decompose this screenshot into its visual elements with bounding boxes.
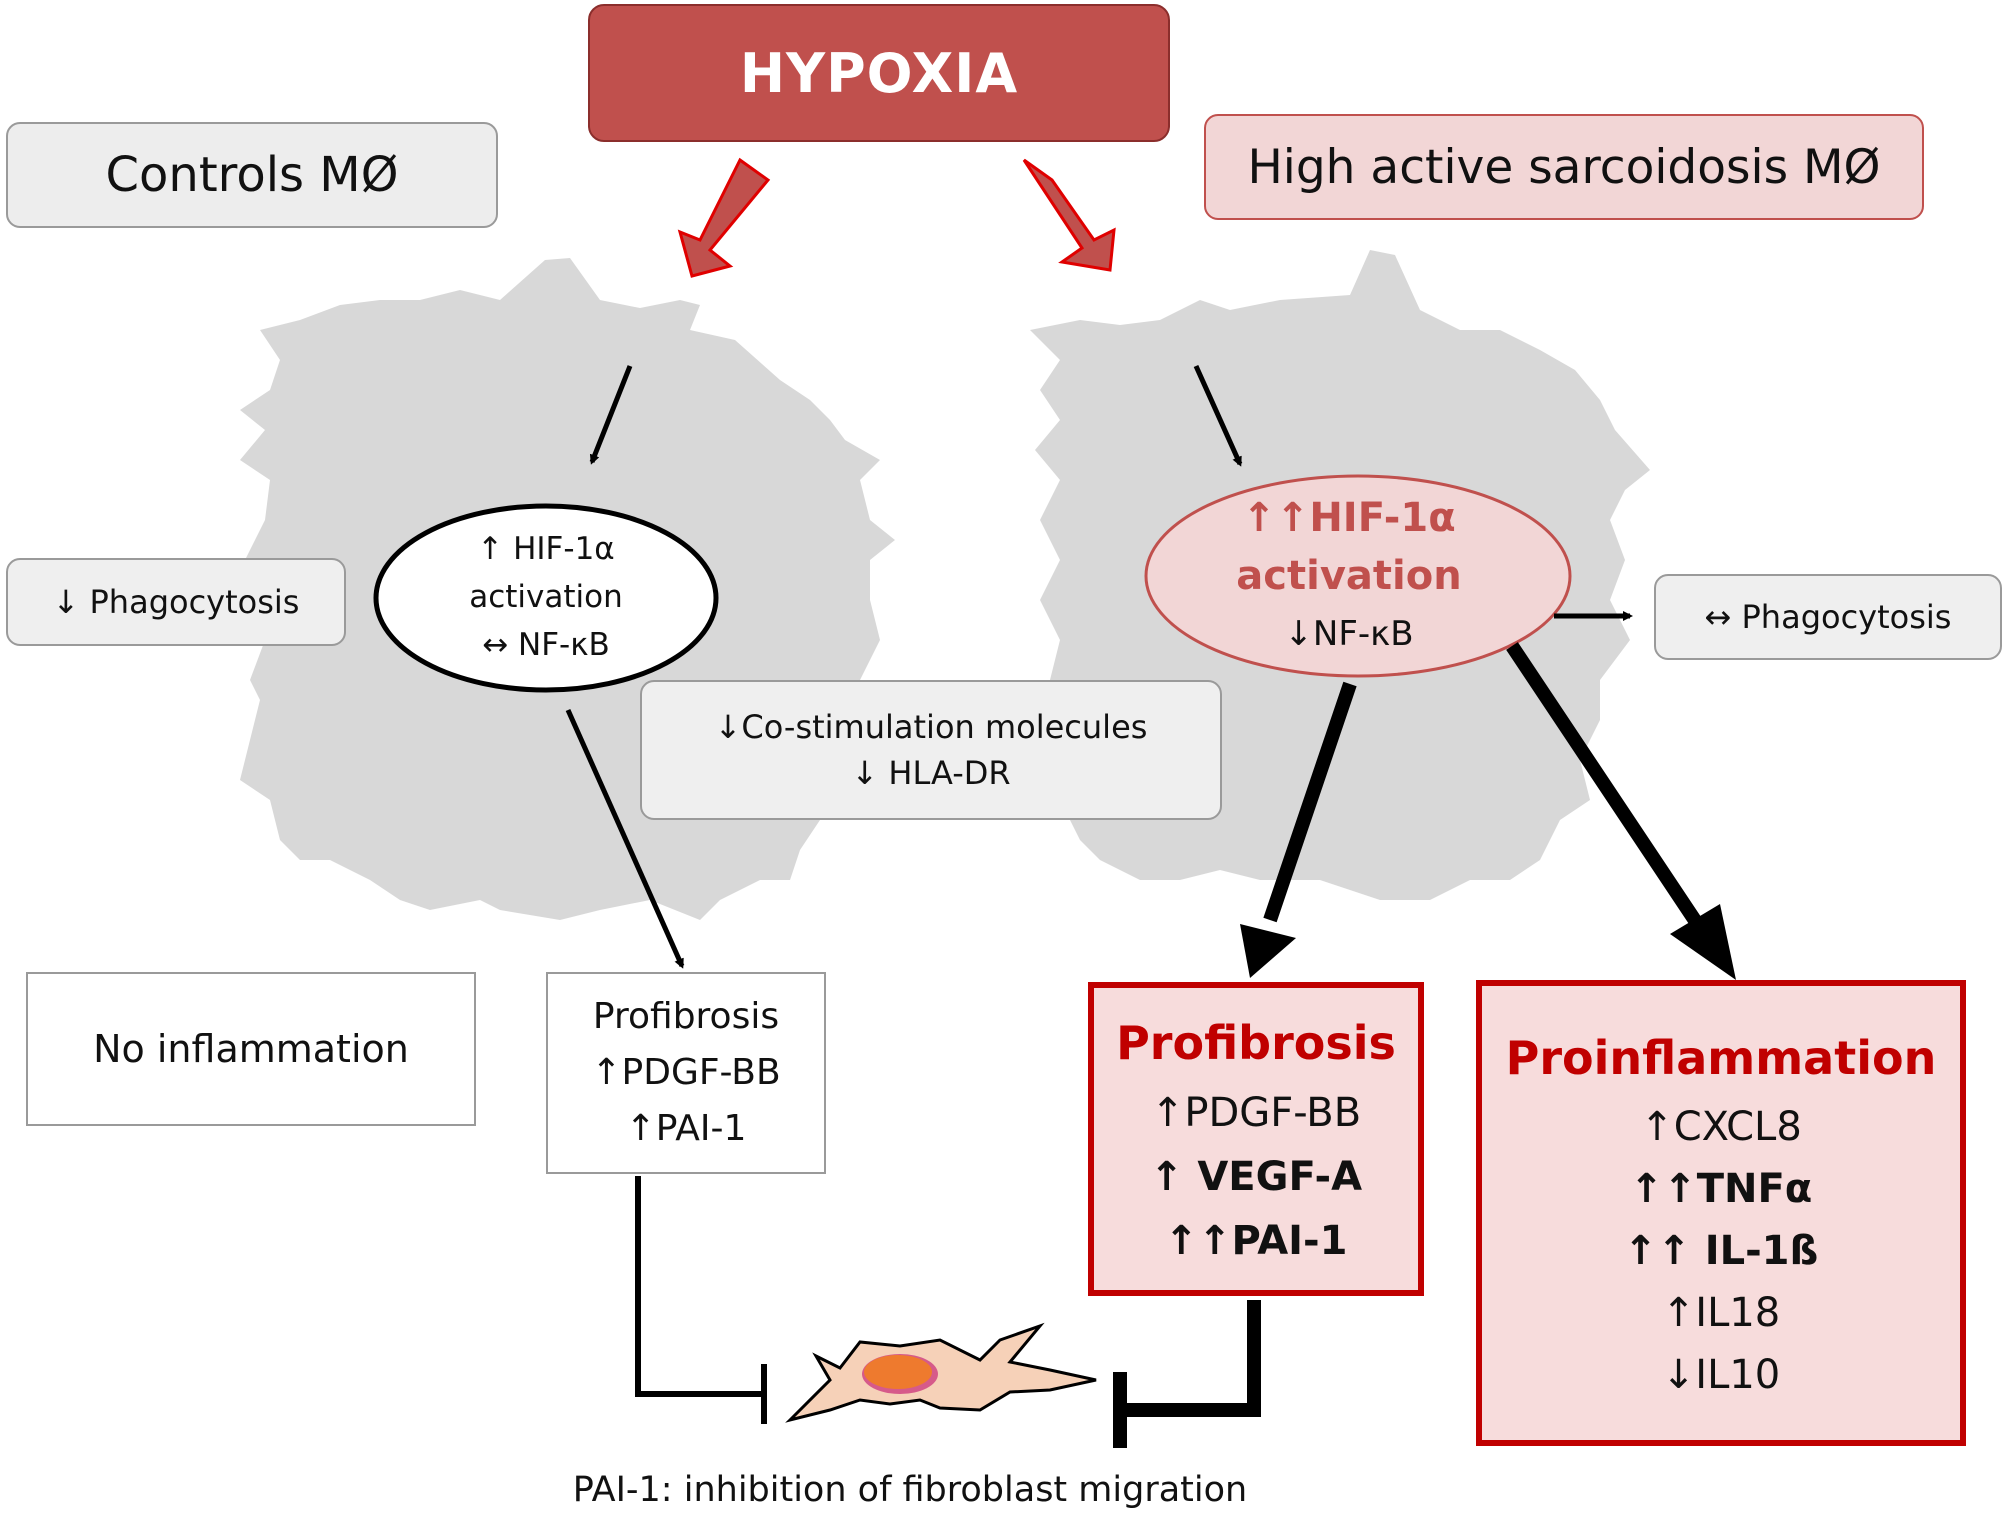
profibrosis-left-item-pai1: ↑PAI-1: [625, 1108, 747, 1149]
hif-left-line1: ↑ HIF-1α: [477, 531, 615, 567]
hypoxia-arrow-right: [1022, 158, 1116, 272]
proinflammation-item-cxcl8: ↑CXCL8: [1640, 1104, 1802, 1150]
controls-macrophage-label: Controls MØ: [6, 122, 498, 228]
arrow-hif-to-proinflammation: [1506, 642, 1702, 926]
phagocytosis-left-text: ↓ Phagocytosis: [52, 583, 300, 621]
hypoxia-arrow-left: [677, 157, 771, 278]
proinflammation-item-il1b: ↑↑ IL-1ß: [1623, 1228, 1819, 1274]
no-inflammation-box: No inflammation: [26, 972, 476, 1126]
proinflammation-title: Proinflammation: [1505, 1031, 1937, 1085]
profibrosis-left-item-pdgf: ↑PDGF-BB: [591, 1052, 781, 1093]
hif-activation-left: ↑ HIF-1α activation ↔ NF-κB: [376, 510, 716, 684]
arrowhead-profibrosis-right: [1240, 924, 1296, 978]
arrow-into-hif-left: [589, 365, 633, 465]
hif-activation-right: ↑↑HIF-1α activation ↓NF-κB: [1144, 482, 1554, 670]
hif-ellipse-left: [373, 503, 719, 693]
costimulation-box: ↓Co-stimulation molecules ↓ HLA-DR: [640, 680, 1222, 820]
proinflammation-item-il18: ↑IL18: [1661, 1290, 1781, 1336]
hypoxia-label: HYPOXIA: [588, 4, 1170, 142]
hif-ellipse-right: [1144, 474, 1572, 678]
sarcoidosis-text: High active sarcoidosis MØ: [1247, 139, 1881, 195]
hif-left-line2: activation: [469, 579, 623, 615]
arrow-hif-to-profibrosis-left: [565, 708, 685, 969]
arrow-hif-to-profibrosis-right: [1263, 681, 1357, 923]
inhibition-line-left: [635, 1176, 764, 1397]
profibrosis-right-box: Profibrosis ↑PDGF-BB ↑ VEGF-A ↑↑PAI-1: [1088, 982, 1424, 1296]
hif-left-line3: ↔ NF-κB: [482, 627, 610, 663]
profibrosis-left-title: Profibrosis: [592, 996, 780, 1037]
profibrosis-right-item-pdgf: ↑PDGF-BB: [1150, 1090, 1362, 1136]
hif-right-line1: ↑↑HIF-1α: [1242, 495, 1456, 541]
costimulation-line1: ↓Co-stimulation molecules: [714, 708, 1148, 746]
fibroblast-icon: [785, 1322, 1097, 1423]
hif-right-line2: activation: [1236, 553, 1462, 599]
proinflammation-item-tnfa: ↑↑TNFα: [1629, 1166, 1813, 1212]
phagocytosis-right-box: ↔ Phagocytosis: [1654, 574, 2002, 660]
profibrosis-right-item-vegf: ↑ VEGF-A: [1149, 1154, 1363, 1200]
inhibition-line-right: [1120, 1300, 1261, 1417]
profibrosis-right-title: Profibrosis: [1116, 1016, 1396, 1070]
controls-text: Controls MØ: [105, 147, 399, 203]
no-inflammation-text: No inflammation: [93, 1027, 409, 1071]
hypoxia-text: HYPOXIA: [739, 41, 1019, 105]
proinflammation-box: Proinflammation ↑CXCL8 ↑↑TNFα ↑↑ IL-1ß ↑…: [1476, 980, 1966, 1446]
profibrosis-left-box: Profibrosis ↑PDGF-BB ↑PAI-1: [546, 972, 826, 1174]
arrowhead-proinflammation: [1670, 904, 1736, 980]
fibroblast-caption: PAI-1: inhibition of fibroblast migratio…: [572, 1470, 1248, 1510]
proinflammation-item-il10: ↓IL10: [1661, 1352, 1781, 1398]
sarcoidosis-macrophage-label: High active sarcoidosis MØ: [1204, 114, 1924, 220]
phagocytosis-left-box: ↓ Phagocytosis: [6, 558, 346, 646]
hif-right-line3: ↓NF-κB: [1284, 614, 1414, 654]
profibrosis-right-item-pai1: ↑↑PAI-1: [1164, 1218, 1348, 1264]
phagocytosis-right-text: ↔ Phagocytosis: [1704, 598, 1952, 636]
costimulation-line2: ↓ HLA-DR: [851, 754, 1011, 792]
arrow-into-hif-right: [1193, 364, 1243, 467]
